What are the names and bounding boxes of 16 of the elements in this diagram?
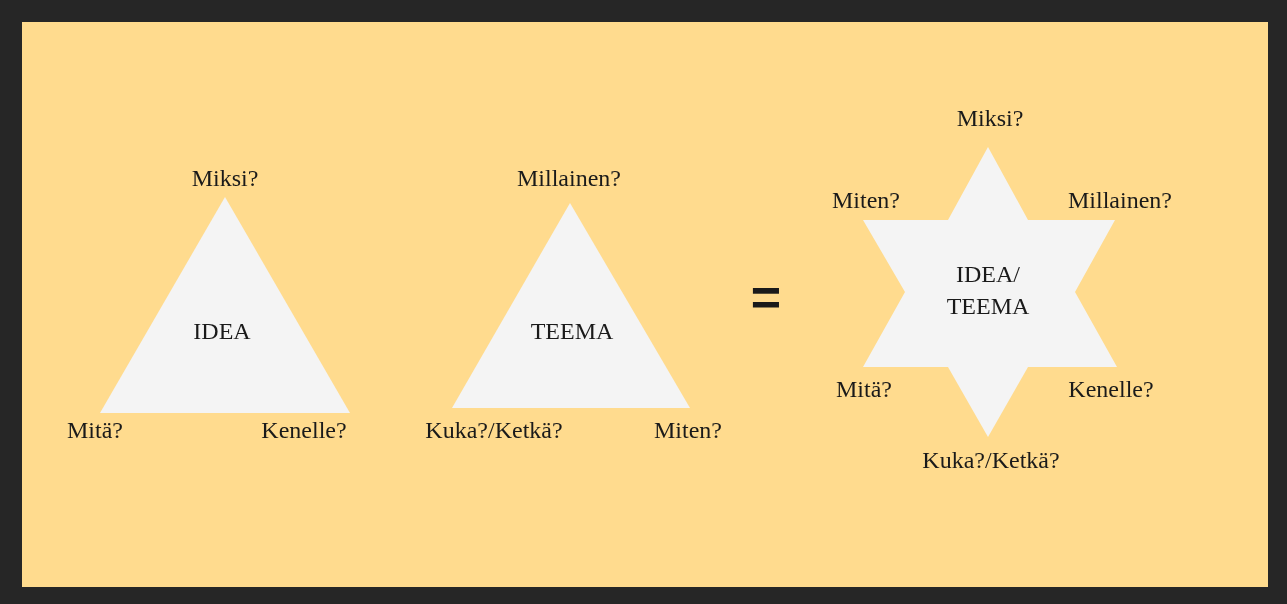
equals-sign: = xyxy=(750,266,782,328)
corner-label: Kenelle? xyxy=(261,415,347,445)
corner-label: Miten? xyxy=(654,415,722,445)
corner-label: Kuka?/Ketkä? xyxy=(425,415,563,445)
node-label: IDEA xyxy=(192,316,252,346)
node-label: TEEMA xyxy=(529,316,615,346)
corner-label: Millainen? xyxy=(517,163,621,193)
corner-label: Kuka?/Ketkä? xyxy=(922,445,1060,475)
node-label: IDEA/ TEEMA xyxy=(945,259,1031,321)
corner-label: Kenelle? xyxy=(1068,374,1154,404)
corner-label: Mitä? xyxy=(67,415,123,445)
corner-label: Miten? xyxy=(832,185,900,215)
corner-label: Millainen? xyxy=(1068,185,1172,215)
corner-label: Miksi? xyxy=(191,163,259,193)
corner-label: Mitä? xyxy=(836,374,892,404)
corner-label: Miksi? xyxy=(956,103,1024,133)
